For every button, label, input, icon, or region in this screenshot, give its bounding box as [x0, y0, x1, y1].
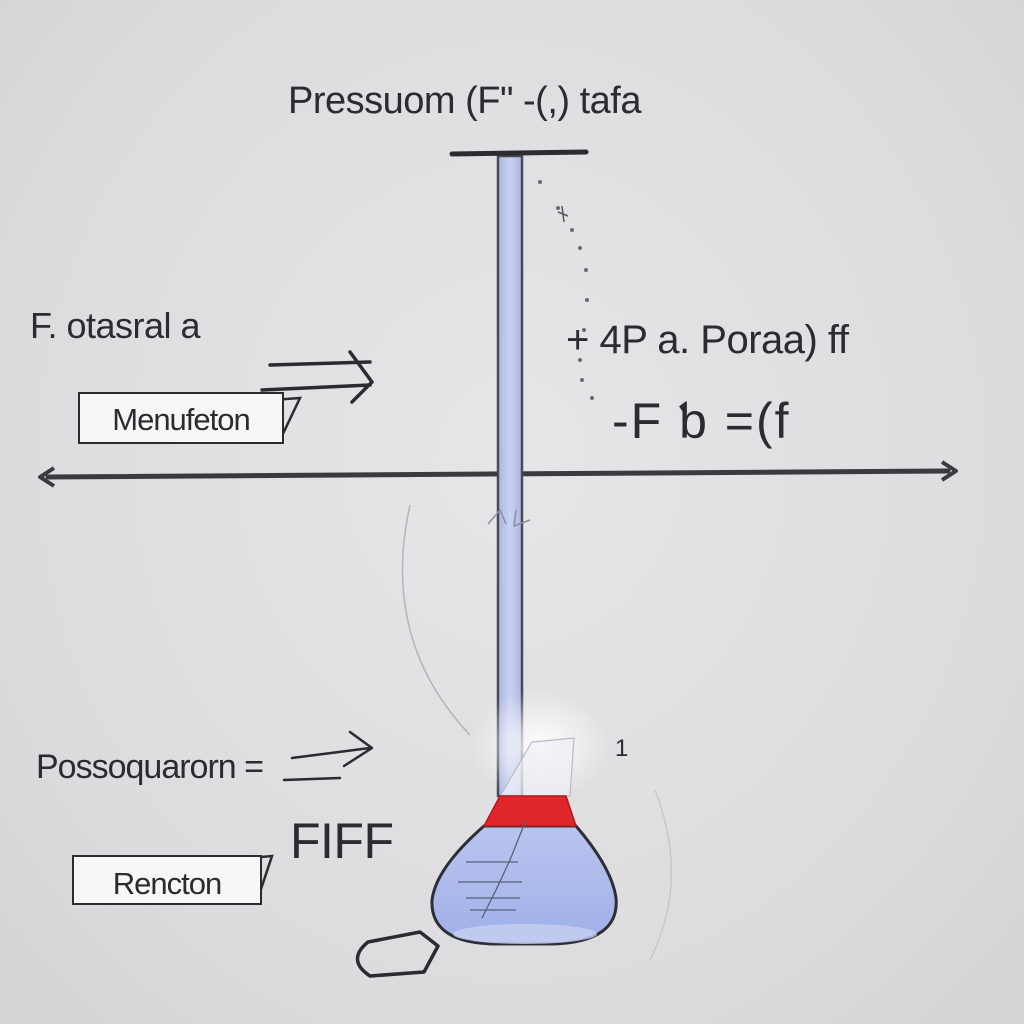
pentagon-outline — [355, 930, 440, 978]
label-left-top: F. otasral a — [30, 305, 201, 346]
label-right-mid: + 4P a. Poraa) ff — [566, 318, 849, 362]
small-cross-mark — [557, 205, 569, 223]
flask-neck — [498, 737, 575, 797]
diagram-title: Pressuom (F" -(,) tafa — [288, 80, 642, 122]
vertical-tube — [496, 154, 524, 798]
arrow-right-bottom-icon — [282, 730, 374, 782]
axis-arrow-left-icon — [38, 466, 56, 488]
faint-arc — [401, 504, 471, 736]
flask-body — [430, 824, 618, 946]
label-right-lower: -F ƅ =(f — [612, 393, 791, 449]
tube-marking — [487, 508, 531, 528]
label-box-bottom: Rencton — [72, 855, 262, 905]
faint-arc-right — [649, 789, 672, 961]
label-left-bottom: Possoquarorn = — [36, 748, 264, 786]
label-box-top: Menufeton — [78, 392, 284, 444]
tube-top-cap — [449, 149, 589, 157]
flask-graduation-marks — [458, 819, 527, 919]
label-fiff: FIFF — [290, 813, 394, 869]
flask-red-band — [482, 795, 578, 827]
flask-base-highlight — [453, 924, 597, 944]
label-tick: 1 — [615, 735, 628, 762]
label-box-top-text: Menufeton — [112, 402, 251, 437]
label-box-bottom-text: Rencton — [112, 866, 222, 901]
dotted-trajectory — [538, 180, 594, 400]
arrow-right-top-icon — [260, 350, 374, 404]
axis-arrow-right-icon — [940, 460, 958, 482]
